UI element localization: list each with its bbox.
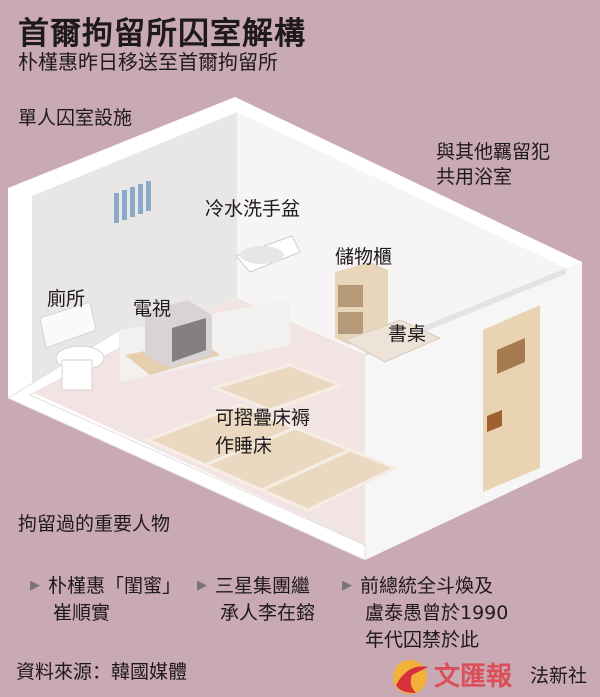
detainee-line: 年代囚禁於此 xyxy=(365,629,480,651)
label-single-cell: 單人囚室設施 xyxy=(18,107,133,129)
detainee-line: 盧泰愚曾於1990 xyxy=(365,602,509,624)
toilet xyxy=(39,301,105,391)
label-cabinet: 儲物櫃 xyxy=(335,246,393,268)
desk xyxy=(343,319,442,363)
detainee-line: 承人李在鎔 xyxy=(220,602,316,624)
label-bed: 可摺疊床褥 作睡床 xyxy=(215,404,310,460)
label-tv: 電視 xyxy=(133,298,172,320)
detainee-line: 崔順實 xyxy=(53,602,111,624)
svg-text:文匯報: 文匯報 xyxy=(434,661,513,692)
logo-icon: 文匯報 xyxy=(393,660,513,694)
tv xyxy=(125,300,220,375)
detainees-heading: 拘留過的重要人物 xyxy=(18,513,171,535)
window-bars xyxy=(114,181,151,223)
folding-mattress xyxy=(144,363,399,512)
sink xyxy=(235,235,301,273)
cabinet xyxy=(335,262,388,345)
detainee-item: ▶ 三星集團繼 承人李在鎔 xyxy=(197,572,315,627)
triangle-bullet-icon: ▶ xyxy=(30,578,40,593)
detainee-item: ▶ 朴槿惠「閨蜜」 崔順實 xyxy=(30,572,181,627)
label-bed-line1: 可摺疊床褥 xyxy=(215,407,311,429)
door-slot xyxy=(487,410,502,432)
label-shared-bath: 與其他羈留犯 共用浴室 xyxy=(436,140,550,190)
triangle-bullet-icon: ▶ xyxy=(197,578,207,593)
detainee-item: ▶ 前總統全斗煥及 盧泰愚曾於1990 年代囚禁於此 xyxy=(342,572,508,654)
detainee-line: 朴槿惠「閨蜜」 xyxy=(48,575,182,597)
door-window xyxy=(497,338,525,374)
label-bed-line2: 作睡床 xyxy=(215,435,273,457)
page-subtitle: 朴槿惠昨日移送至首爾拘留所 xyxy=(18,50,278,74)
newspaper-logo: 文匯報 xyxy=(388,655,520,697)
detainee-line: 三星集團繼 xyxy=(215,575,311,597)
door xyxy=(483,305,540,492)
detainee-line: 前總統全斗煥及 xyxy=(360,575,494,597)
label-desk: 書桌 xyxy=(388,323,427,345)
photo-credit: 法新社 xyxy=(530,665,588,687)
triangle-bullet-icon: ▶ xyxy=(342,578,352,593)
label-shared-bath-line2: 共用浴室 xyxy=(436,166,513,188)
source-note: 資料來源：韓國媒體 xyxy=(16,661,188,683)
label-toilet: 廁所 xyxy=(47,288,86,310)
label-sink: 冷水洗手盆 xyxy=(205,198,301,220)
label-shared-bath-line1: 與其他羈留犯 xyxy=(436,141,551,163)
page-title: 首爾拘留所囚室解構 xyxy=(18,16,306,52)
